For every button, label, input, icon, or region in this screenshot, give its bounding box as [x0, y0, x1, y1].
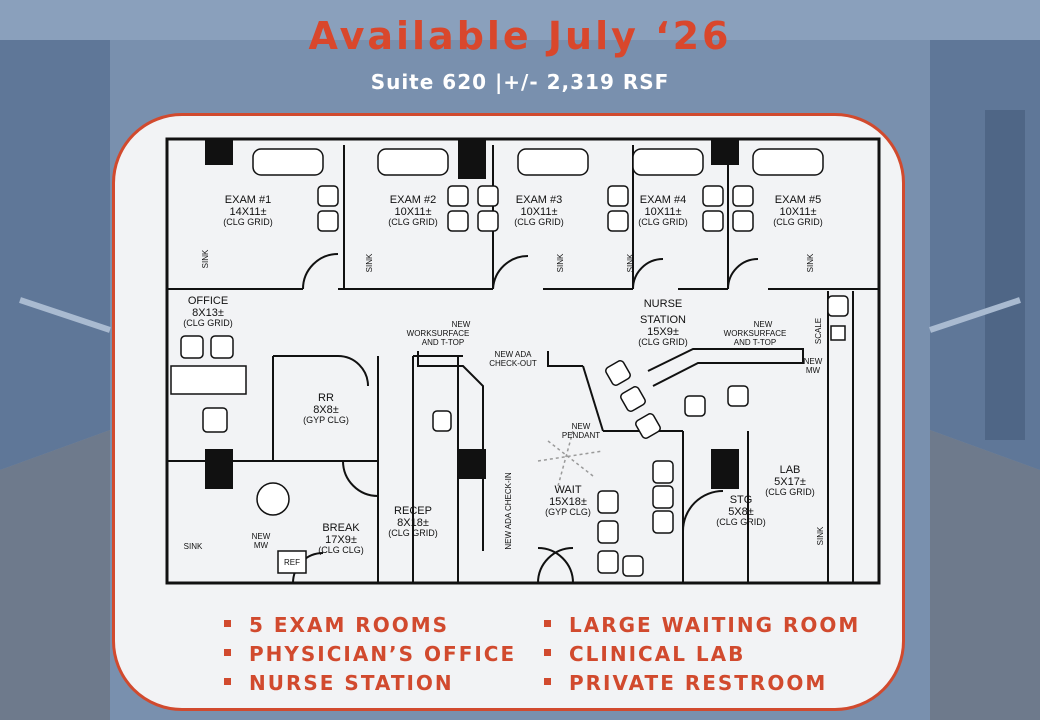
break-size: 17X9± [325, 534, 357, 546]
exam5-note: (CLG GRID) [773, 217, 823, 227]
nurse-note: (CLG GRID) [638, 337, 688, 347]
bullet-square-icon [544, 649, 551, 656]
worksurface-left-label: WORKSURFACE [407, 329, 470, 338]
feature-item: NURSE STATION [224, 671, 454, 695]
exam1-size: 14X11± [229, 206, 266, 218]
wait-name: WAIT [554, 484, 581, 496]
worksurface-right-label: WORKSURFACE [724, 329, 787, 338]
break-mw-label: MW [254, 541, 269, 550]
exam1-sink-label: SINK [201, 249, 210, 268]
break-name: BREAK [322, 522, 360, 534]
recep-name: RECEP [394, 505, 432, 517]
floor-plan-card [112, 113, 905, 711]
pendant-label: PENDANT [562, 431, 600, 440]
exam4-note: (CLG GRID) [638, 217, 688, 227]
exam2-size: 10X11± [394, 206, 431, 218]
exam1-note: (CLG GRID) [223, 217, 273, 227]
feature-item: 5 EXAM ROOMS [224, 613, 449, 637]
feature-item: PRIVATE RESTROOM [544, 671, 827, 695]
feature-item: LARGE WAITING ROOM [544, 613, 860, 637]
rr-note: (GYP CLG) [303, 415, 349, 425]
floor-plan: EXAM #1 14X11± (CLG GRID) EXAM #2 10X11±… [165, 137, 881, 585]
exam2-sink-label: SINK [365, 253, 374, 272]
exam2-note: (CLG GRID) [388, 217, 438, 227]
feature-item: CLINICAL LAB [544, 642, 745, 666]
exam3-size: 10X11± [520, 206, 557, 218]
exam4-name: EXAM #4 [640, 194, 686, 206]
availability-headline: Available July ‘26 [308, 14, 732, 58]
suite-size-subheadline: Suite 620 |+/- 2,319 RSF [370, 70, 670, 94]
ref-label: REF [284, 558, 300, 567]
checkout-label: NEW ADA [495, 350, 533, 359]
feature-item: PHYSICIAN’S OFFICE [224, 642, 516, 666]
worksurface-left-new: NEW [452, 320, 471, 329]
rr-size: 8X8± [313, 404, 339, 416]
wait-note: (GYP CLG) [545, 507, 591, 517]
stg-name: STG [730, 494, 753, 506]
lab-name: LAB [780, 464, 801, 476]
recep-note: (CLG GRID) [388, 528, 438, 538]
exam4-size: 10X11± [644, 206, 681, 218]
worksurface-left-ttop: AND T-TOP [422, 338, 464, 347]
mw-new: NEW [804, 357, 823, 366]
exam3-name: EXAM #3 [516, 194, 562, 206]
stg-note: (CLG GRID) [716, 517, 766, 527]
pendant-new: NEW [572, 422, 591, 431]
checkout-label-2: CHECK-OUT [489, 359, 537, 368]
exam1-name: EXAM #1 [225, 194, 271, 206]
checkin-label: NEW ADA CHECK-IN [504, 472, 513, 550]
lab-sink-label: SINK [816, 526, 825, 545]
bullet-square-icon [544, 678, 551, 685]
stg-size: 5X8± [728, 506, 754, 518]
exam5-name: EXAM #5 [775, 194, 821, 206]
exam5-sink-label: SINK [806, 253, 815, 272]
break-mw-new: NEW [252, 532, 271, 541]
recep-size: 8X18± [397, 517, 429, 529]
exam2-name: EXAM #2 [390, 194, 436, 206]
nurse-size: 15X9± [647, 326, 679, 338]
office-size: 8X13± [192, 307, 224, 319]
exam5-size: 10X11± [779, 206, 816, 218]
lab-size: 5X17± [774, 476, 806, 488]
exam3-note: (CLG GRID) [514, 217, 564, 227]
worksurface-right-ttop: AND T-TOP [734, 338, 776, 347]
rr-name: RR [318, 392, 334, 404]
wait-size: 15X18± [549, 496, 587, 508]
nurse-name2: STATION [640, 314, 686, 326]
break-note: (CLG CLG) [318, 545, 364, 555]
sink-label: SINK [184, 542, 203, 551]
bullet-square-icon [224, 649, 231, 656]
office-name: OFFICE [188, 295, 228, 307]
exam4-sink-label: SINK [626, 253, 635, 272]
scale-label: SCALE [814, 318, 823, 344]
office-note: (CLG GRID) [183, 318, 233, 328]
exam3-sink-label: SINK [556, 253, 565, 272]
mw-label: MW [806, 366, 821, 375]
nurse-name: NURSE [644, 298, 683, 310]
bullet-square-icon [224, 678, 231, 685]
worksurface-right-new: NEW [754, 320, 773, 329]
lab-note: (CLG GRID) [765, 487, 815, 497]
bullet-square-icon [224, 620, 231, 627]
bullet-square-icon [544, 620, 551, 627]
